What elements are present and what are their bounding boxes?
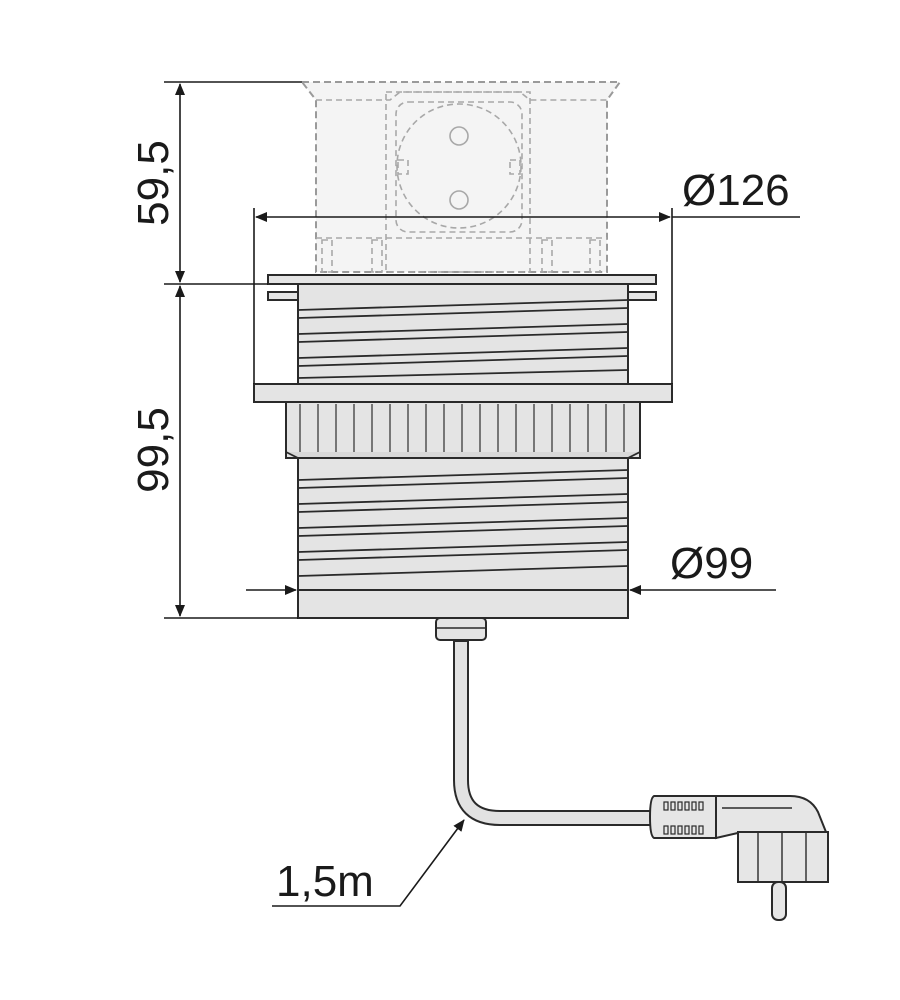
plug-grip-slot	[663, 825, 669, 835]
base-collar	[297, 589, 629, 619]
dimension-body-diameter: Ø99	[246, 539, 776, 595]
lower-threaded-body	[297, 457, 629, 591]
cable-length-label: 1,5m	[276, 857, 374, 906]
plug-grip-slot	[684, 801, 690, 811]
plug-grip-slot	[677, 825, 683, 835]
cable-gland	[435, 617, 487, 641]
plug-grip-slot	[691, 801, 697, 811]
socket-pin-hole-icon	[449, 126, 469, 146]
flange-diameter-label: Ø126	[682, 166, 790, 215]
pop-height-label: 59,5	[129, 140, 178, 226]
plug-grip-slot	[691, 825, 697, 835]
power-cable	[453, 640, 662, 826]
upper-threaded-body	[297, 283, 629, 385]
dimension-cable-length: 1,5m	[272, 819, 465, 907]
plug-grip-slot	[663, 801, 669, 811]
body-diameter-label: Ø99	[670, 539, 753, 588]
fixing-nut	[285, 401, 641, 459]
plug-grip-slot	[698, 801, 704, 811]
mounting-flange	[253, 383, 673, 403]
plug-grip-slot	[677, 801, 683, 811]
schuko-plug	[648, 795, 829, 921]
plug-pin	[771, 881, 787, 921]
plug-grip-slot	[670, 825, 676, 835]
plug-grip-slot	[684, 825, 690, 835]
body-height-label: 99,5	[129, 407, 178, 493]
plug-grip-slot	[670, 801, 676, 811]
plug-grip-slot	[698, 825, 704, 835]
raised-socket-head-ghost	[299, 81, 622, 273]
dimension-flange-diameter: Ø126	[253, 166, 800, 384]
dimension-pop-height: 59,5	[129, 81, 302, 285]
dimension-body-height: 99,5	[129, 285, 298, 619]
socket-pin-hole-icon	[449, 190, 469, 210]
